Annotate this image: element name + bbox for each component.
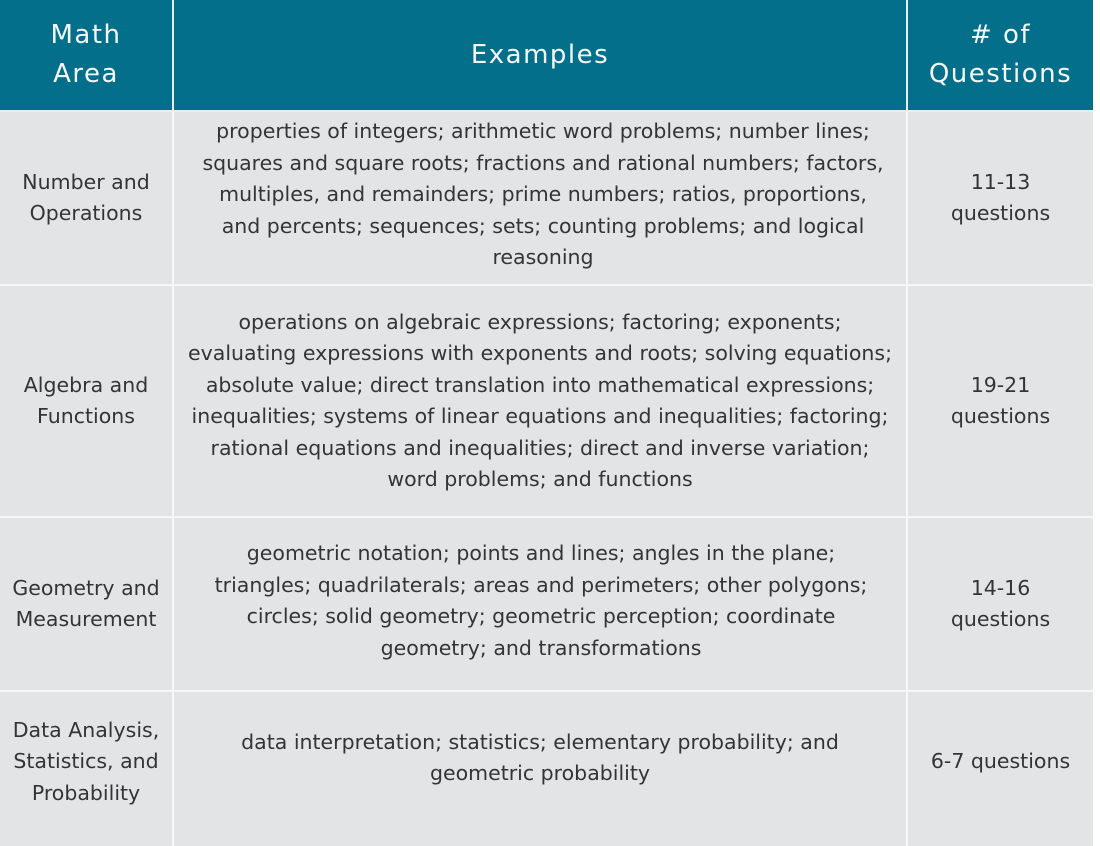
table-row: Data Analysis, Statistics, and Probabili… bbox=[0, 691, 1093, 846]
math-area-cell: Data Analysis, Statistics, and Probabili… bbox=[12, 717, 160, 805]
examples-cell: data interpretation; statistics; element… bbox=[172, 691, 907, 846]
table-row: Geometry and Measurement geometric notat… bbox=[0, 517, 1093, 692]
table-header: Math Area Examples # of Questions bbox=[0, 0, 1093, 112]
table-row: Algebra and Functions operations on alge… bbox=[0, 285, 1093, 518]
table-body: Number and Operations properties of inte… bbox=[0, 111, 1093, 846]
question-count-cell: 14-16 questions bbox=[906, 517, 1093, 692]
question-count-cell: 19-21 questions bbox=[906, 285, 1093, 518]
table-row: Number and Operations properties of inte… bbox=[0, 111, 1093, 286]
header-question-count: # of Questions bbox=[906, 0, 1093, 112]
examples-cell: geometric notation; points and lines; an… bbox=[172, 517, 907, 692]
examples-cell: operations on algebraic expressions; fac… bbox=[172, 285, 907, 518]
header-row: Math Area Examples # of Questions bbox=[0, 0, 1093, 112]
math-area-cell: Number and Operations bbox=[0, 111, 173, 286]
header-math-area: Math Area bbox=[0, 0, 173, 112]
math-area-cell: Geometry and Measurement bbox=[0, 517, 173, 692]
header-examples: Examples bbox=[172, 0, 907, 112]
math-area-cell: Algebra and Functions bbox=[0, 285, 173, 518]
examples-cell: properties of integers; arithmetic word … bbox=[172, 111, 907, 286]
question-count-cell: 11-13 questions bbox=[906, 111, 1093, 286]
question-count-cell: 6-7 questions bbox=[906, 691, 1093, 846]
